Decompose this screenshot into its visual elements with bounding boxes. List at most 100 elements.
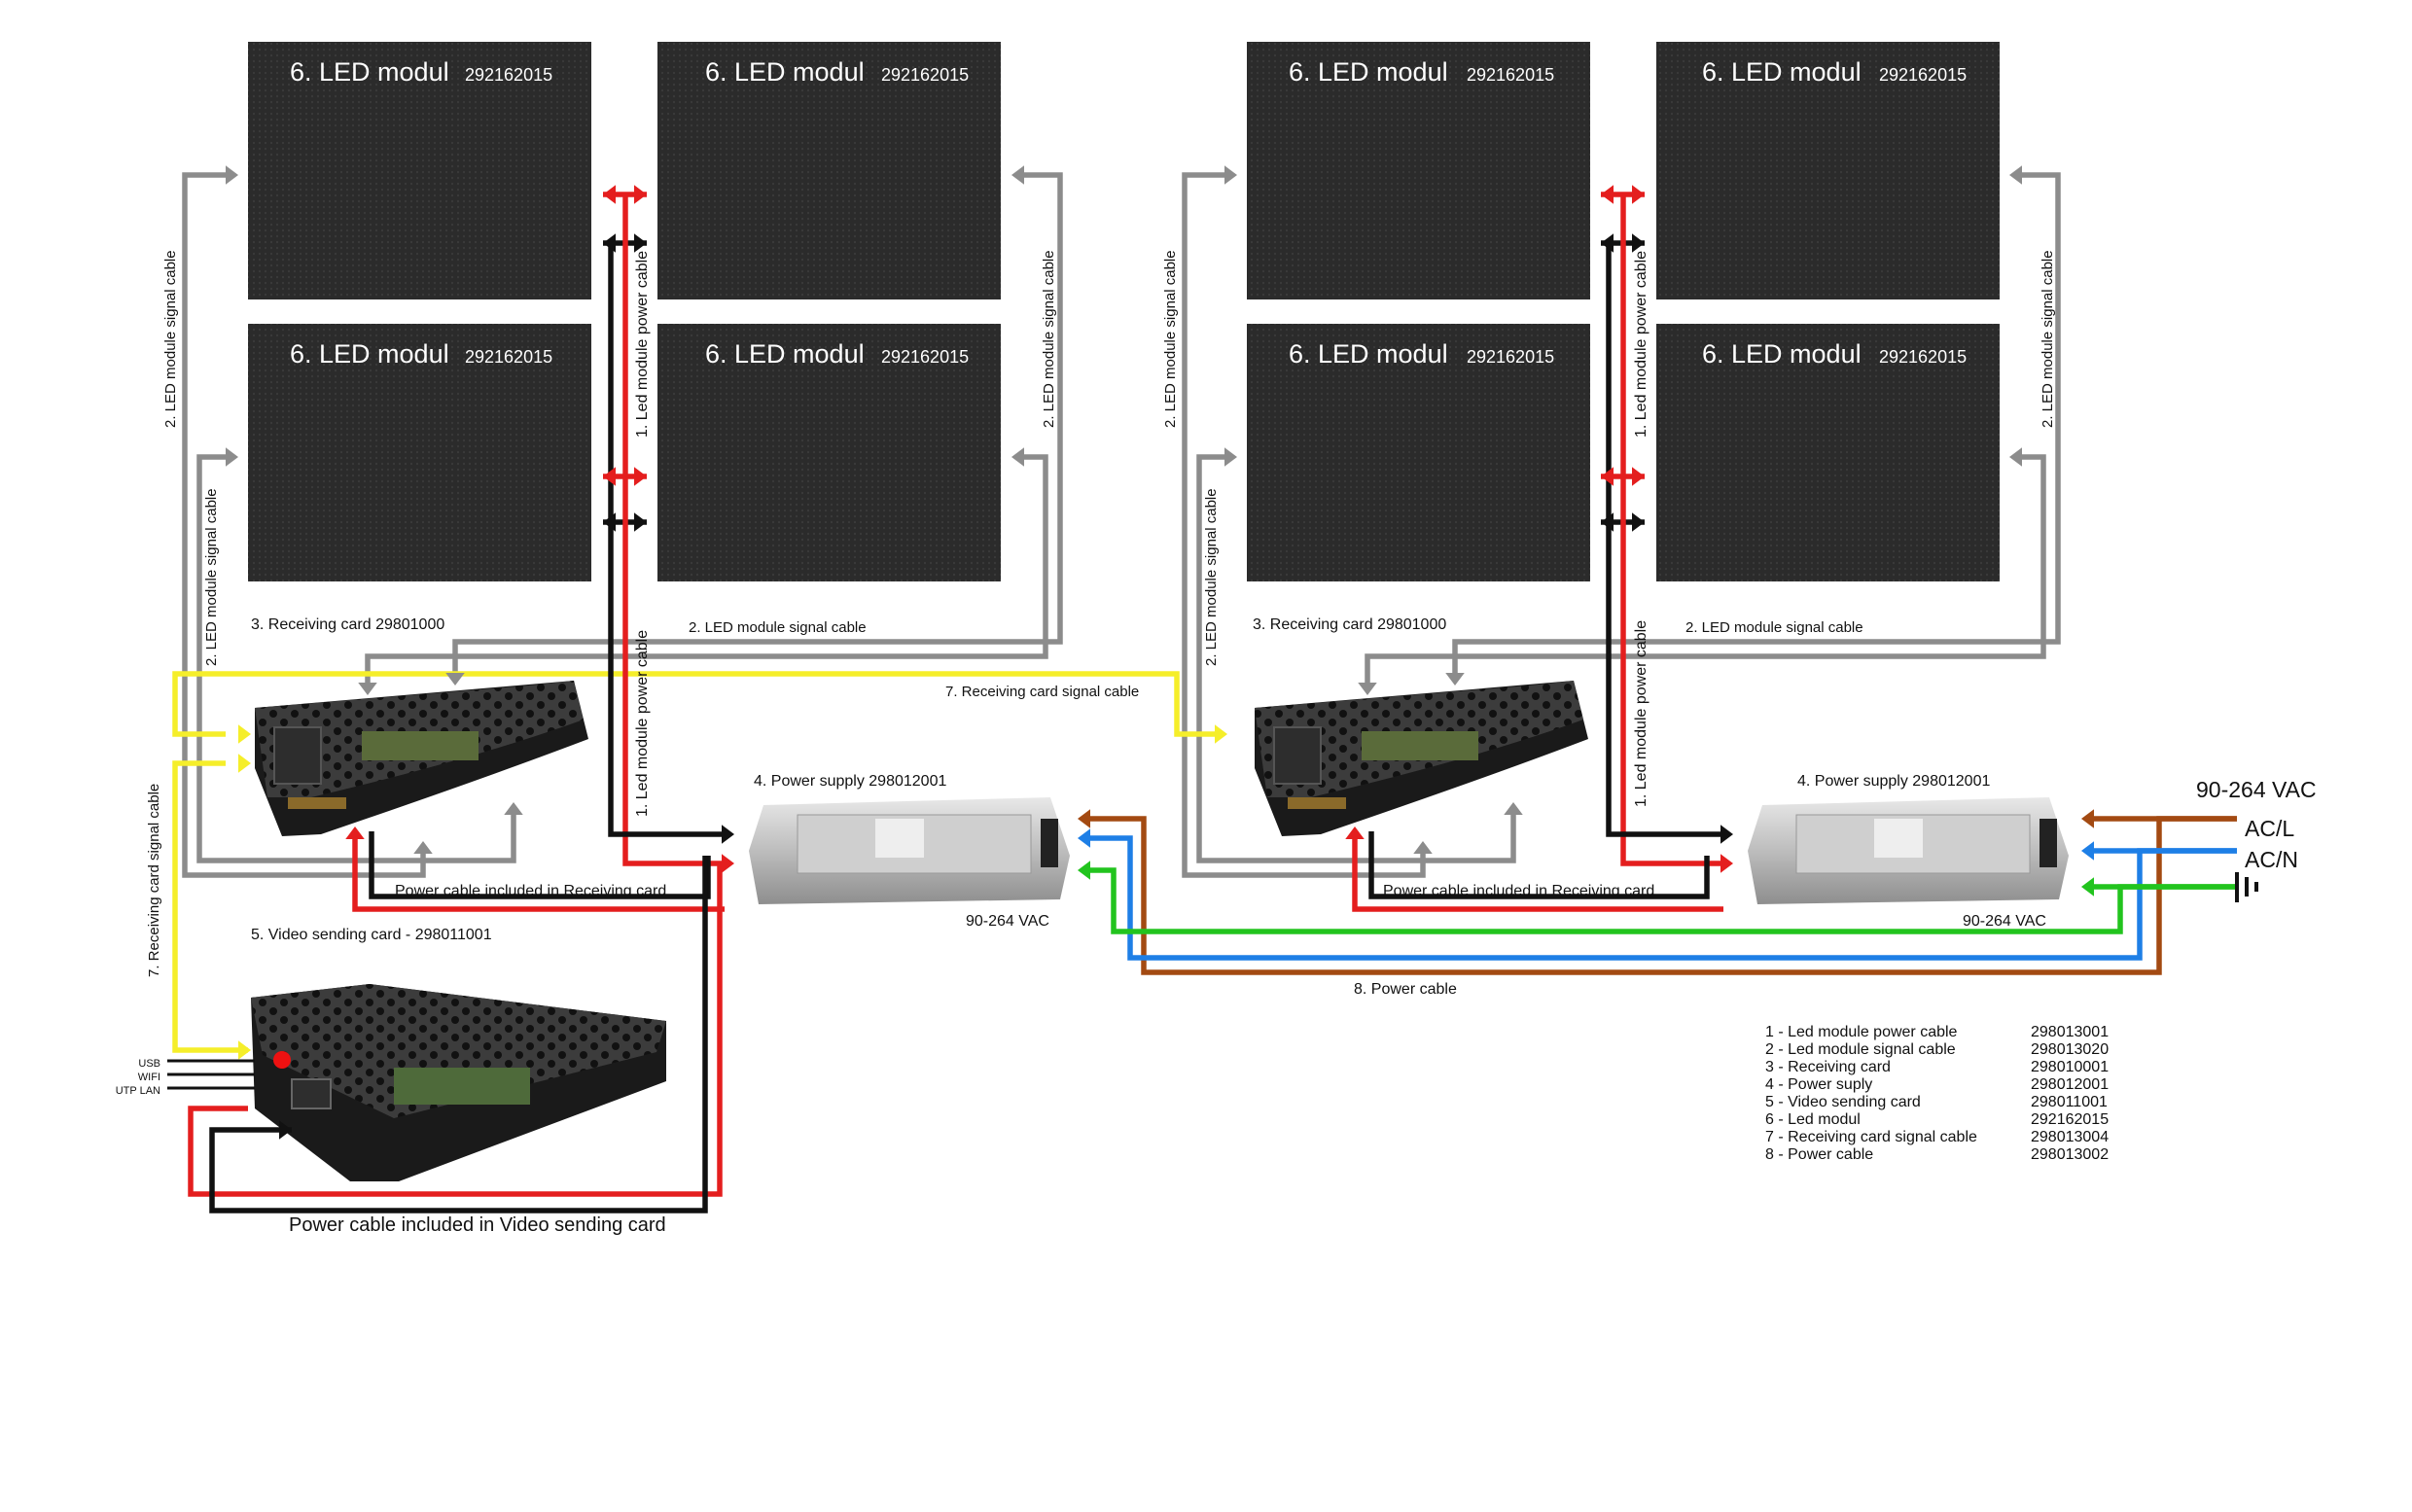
arrowhead-icon bbox=[358, 683, 377, 695]
panel-title: 6. LED modul bbox=[1289, 57, 1448, 87]
legend-code: 298011001 bbox=[2031, 1094, 2108, 1110]
arrowhead-icon bbox=[634, 467, 647, 486]
legend-code: 298013001 bbox=[2031, 1024, 2109, 1040]
arrowhead-icon bbox=[722, 825, 734, 844]
legend-name: 7 - Receiving card signal cable bbox=[1765, 1129, 1977, 1145]
signal-cables-left bbox=[182, 172, 1063, 878]
panel-title: 6. LED modul bbox=[1702, 57, 1862, 87]
arrowhead-icon bbox=[603, 467, 616, 486]
arrowhead-icon bbox=[1601, 233, 1614, 253]
panel-title: 6. LED modul bbox=[705, 57, 865, 87]
arrowhead-icon bbox=[1078, 861, 1090, 880]
power-supply-label: 4. Power supply 298012001 bbox=[754, 773, 946, 790]
arrowhead-icon bbox=[1224, 447, 1237, 467]
panel-code: 292162015 bbox=[465, 347, 552, 367]
arrowhead-icon bbox=[603, 233, 616, 253]
arrowhead-icon bbox=[2081, 877, 2094, 897]
receiving-card-signal-cable bbox=[172, 671, 1224, 1053]
vac-label: 90-264 VAC bbox=[966, 913, 1049, 930]
arrowhead-icon bbox=[634, 512, 647, 532]
arrowhead-icon bbox=[1011, 447, 1024, 467]
receiving-card-signal-label: 7. Receiving card signal cable bbox=[945, 684, 1139, 700]
legend-code: 298010001 bbox=[2031, 1059, 2109, 1075]
legend-name: 8 - Power cable bbox=[1765, 1146, 1873, 1163]
legend-name: 5 - Video sending card bbox=[1765, 1094, 1921, 1110]
arrowhead-icon bbox=[634, 185, 647, 204]
panel-code: 292162015 bbox=[465, 65, 552, 85]
vac-main-label: 90-264 VAC bbox=[2196, 777, 2317, 802]
arrowhead-icon bbox=[1720, 825, 1733, 844]
arrowhead-icon bbox=[1358, 683, 1377, 695]
panel-title: 6. LED modul bbox=[290, 339, 449, 369]
arrowhead-icon bbox=[226, 447, 238, 467]
legend-name: 1 - Led module power cable bbox=[1765, 1024, 1958, 1040]
arrowhead-icon bbox=[226, 165, 238, 185]
arrowhead-icon bbox=[1601, 467, 1614, 486]
panel-code: 292162015 bbox=[1879, 347, 1967, 367]
input-lines bbox=[167, 1059, 255, 1090]
power-included-video-label: Power cable included in Video sending ca… bbox=[289, 1214, 666, 1236]
arrowhead-icon bbox=[1601, 185, 1614, 204]
arrowhead-icon bbox=[238, 724, 251, 744]
panel-code: 292162015 bbox=[1879, 65, 1967, 85]
panel-title: 6. LED modul bbox=[1289, 339, 1448, 369]
led-power-cables-right bbox=[1352, 192, 1723, 912]
signal-cables-right bbox=[1182, 172, 2061, 878]
led-panel: 6. LED modul 292162015 bbox=[248, 42, 591, 299]
arrowhead-icon bbox=[1011, 165, 1024, 185]
wifi-label: WIFI bbox=[138, 1072, 160, 1083]
panel-title: 6. LED modul bbox=[705, 339, 865, 369]
arrowhead-icon bbox=[238, 754, 251, 773]
receiving-card-label: 3. Receiving card 29801000 bbox=[251, 616, 444, 633]
panel-code: 292162015 bbox=[1467, 65, 1554, 85]
arrowhead-icon bbox=[1224, 165, 1237, 185]
receiving-card-label: 3. Receiving card 29801000 bbox=[1253, 616, 1446, 633]
panel-title: 6. LED modul bbox=[1702, 339, 1862, 369]
led-panel: 6. LED modul 292162015 bbox=[1247, 42, 1590, 299]
utp-lan-label: UTP LAN bbox=[116, 1085, 160, 1097]
legend-code: 298013020 bbox=[2031, 1041, 2109, 1058]
receiving-card-device bbox=[255, 681, 588, 836]
arrowhead-icon bbox=[1720, 854, 1733, 873]
panel-code: 292162015 bbox=[881, 347, 969, 367]
power-cable-label: 1. Led module power cable bbox=[1633, 251, 1649, 438]
arrowhead-icon bbox=[1413, 841, 1433, 854]
receiving-card-device bbox=[1255, 681, 1588, 836]
arrowhead-icon bbox=[1632, 467, 1645, 486]
power-cable-label: 1. Led module power cable bbox=[634, 251, 651, 438]
arrowhead-icon bbox=[1632, 185, 1645, 204]
signal-cable-label: 2. LED module signal cable bbox=[162, 250, 179, 428]
power-included-receiving-label: Power cable included in Receiving card bbox=[395, 883, 666, 899]
arrowhead-icon bbox=[504, 802, 523, 815]
legend-code: 292162015 bbox=[2031, 1111, 2109, 1128]
arrowhead-icon bbox=[238, 1040, 251, 1060]
power-supply-device bbox=[1748, 797, 2069, 904]
arrowhead-icon bbox=[445, 673, 465, 686]
led-panel: 6. LED modul 292162015 bbox=[1656, 324, 2000, 581]
led-panel: 6. LED modul 292162015 bbox=[248, 324, 591, 581]
legend-name: 4 - Power suply bbox=[1765, 1076, 1872, 1093]
arrowhead-icon bbox=[1632, 233, 1645, 253]
arrowhead-icon bbox=[634, 233, 647, 253]
panel-code: 292162015 bbox=[1467, 347, 1554, 367]
legend-name: 3 - Receiving card bbox=[1765, 1059, 1891, 1075]
signal-cable-label: 2. LED module signal cable bbox=[1041, 250, 1057, 428]
legend-code: 298013004 bbox=[2031, 1129, 2109, 1145]
arrowhead-icon bbox=[279, 1120, 292, 1140]
arrowhead-icon bbox=[2081, 841, 2094, 861]
led-panel: 6. LED modul 292162015 bbox=[657, 324, 1001, 581]
arrowhead-icon bbox=[1632, 512, 1645, 532]
legend-code: 298012001 bbox=[2031, 1076, 2109, 1093]
ac-n-label: AC/N bbox=[2245, 847, 2298, 872]
arrowhead-icon bbox=[1345, 826, 1365, 839]
vac-label: 90-264 VAC bbox=[1963, 913, 2046, 930]
legend-name: 6 - Led modul bbox=[1765, 1111, 1861, 1128]
arrowhead-icon bbox=[603, 512, 616, 532]
ac-power-cables bbox=[1084, 816, 2237, 975]
power-included-receiving-label: Power cable included in Receiving card bbox=[1383, 883, 1654, 899]
receiving-card-signal-label: 7. Receiving card signal cable bbox=[146, 784, 162, 977]
power-supply-label: 4. Power supply 298012001 bbox=[1797, 773, 1990, 790]
arrowhead-icon bbox=[603, 185, 616, 204]
signal-cable-label: 2. LED module signal cable bbox=[1203, 488, 1220, 666]
